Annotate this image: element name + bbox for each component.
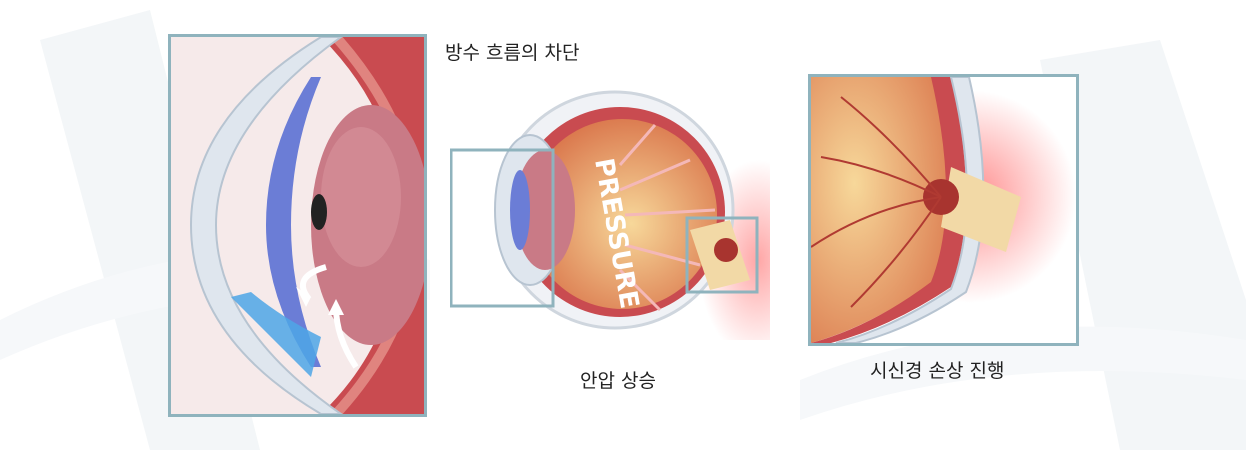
eye-pressure-illustration: PRESSURE [450, 90, 770, 340]
lens-center [515, 150, 575, 270]
optic-nerve [941, 167, 1021, 252]
anterior-chamber-panel [168, 34, 427, 417]
nerve-highlight-box [685, 216, 759, 294]
retina [527, 119, 717, 309]
blockage-label: 방수 흐름의 차단 [445, 42, 580, 64]
optic-nerve-panel [808, 74, 1079, 346]
pupil [311, 194, 327, 230]
blood-vessels [811, 96, 942, 308]
pressure-rise-label: 안압 상승 [580, 370, 656, 392]
anterior-highlight-box [450, 148, 555, 308]
cornea [189, 37, 343, 414]
nerve-damage-label: 시신경 손상 진행 [870, 360, 1005, 382]
anterior-chamber-illustration [171, 37, 424, 414]
aqueous-humor [231, 292, 321, 377]
optic-nerve-illustration [811, 77, 1076, 343]
iris [266, 77, 321, 367]
